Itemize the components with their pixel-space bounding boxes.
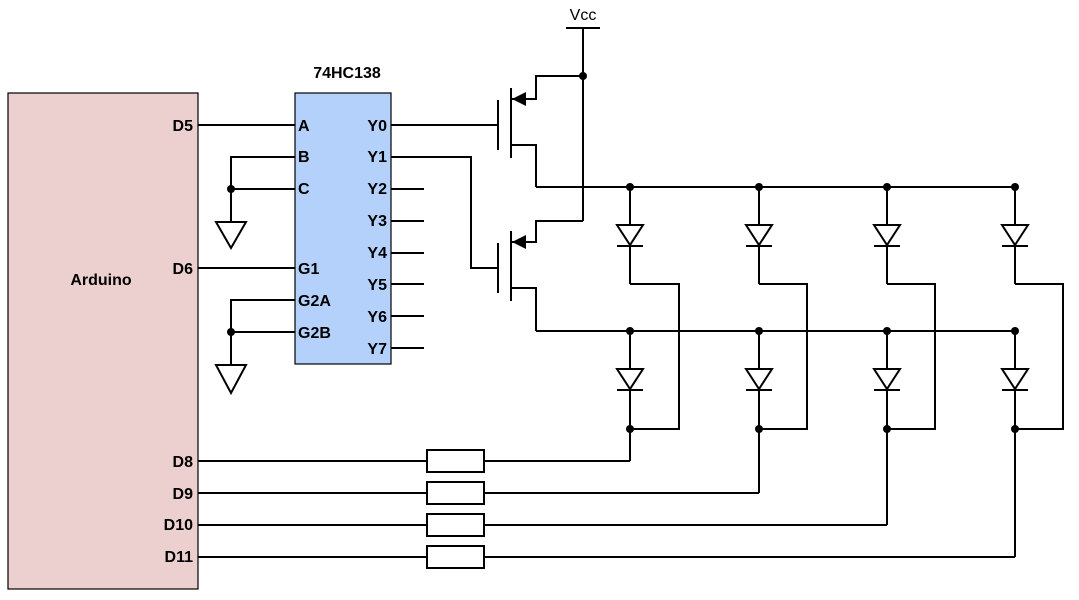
decoder-pin-y3: Y3	[367, 213, 387, 230]
diode-icon	[1000, 224, 1030, 247]
arduino-pin-d10: D10	[164, 517, 193, 534]
wire-b-to-ground	[230, 156, 295, 222]
diode-icon	[744, 368, 774, 391]
resistor-icon	[426, 513, 485, 537]
ground-icon	[214, 364, 248, 396]
decoder-input-wiring	[198, 124, 295, 396]
decoder-pin-y6: Y6	[367, 309, 387, 326]
pmos-transistor-q1	[391, 75, 583, 187]
led	[1000, 327, 1030, 429]
junction-dot	[227, 185, 235, 193]
ground-icon	[214, 221, 248, 251]
wire-y1-to-gate	[391, 156, 498, 269]
decoder-pin-g2b: G2B	[298, 325, 331, 342]
led	[615, 327, 645, 429]
arrow-icon	[512, 235, 526, 249]
diode-icon	[615, 224, 645, 247]
column-return-wire	[887, 283, 936, 430]
decoder-pin-g1: G1	[298, 261, 319, 278]
decoder-pin-y4: Y4	[367, 245, 387, 262]
led	[744, 183, 774, 284]
column-return-wire	[630, 283, 680, 430]
column-wiring	[198, 283, 1064, 569]
diode-icon	[872, 224, 902, 247]
column-return-wire	[759, 283, 808, 430]
arduino-label: Arduino	[70, 272, 132, 289]
arduino-body	[7, 92, 199, 590]
pmos-transistor-q2	[391, 156, 583, 331]
decoder-pin-a: A	[298, 118, 310, 135]
decoder-title: 74HC138	[313, 65, 381, 82]
decoder-output-stubs	[391, 188, 424, 349]
arduino-pin-d11: D11	[165, 549, 194, 566]
decoder-pin-y7: Y7	[367, 341, 387, 358]
column-return-wire	[1015, 283, 1064, 430]
led	[872, 327, 902, 429]
led	[615, 183, 645, 284]
diode-icon	[615, 368, 645, 391]
led	[872, 183, 902, 284]
vcc-rail	[566, 27, 600, 221]
decoder-pin-b: B	[298, 149, 310, 166]
diode-icon	[744, 224, 774, 247]
arduino-pin-d8: D8	[173, 454, 194, 471]
decoder-pin-c: C	[298, 181, 310, 198]
resistor-icon	[426, 481, 485, 505]
mosfet-drain-lead	[511, 144, 537, 187]
diode-icon	[1000, 368, 1030, 391]
resistor-icon	[426, 545, 485, 569]
decoder-block: 74HC138 A B C G1 G2A G2B Y0 Y1 Y2 Y3 Y4 …	[294, 65, 392, 365]
vcc-label: Vcc	[570, 7, 597, 24]
arduino-pin-d5: D5	[173, 118, 194, 135]
arduino-pin-d9: D9	[173, 486, 194, 503]
resistor-icon	[426, 449, 485, 473]
decoder-pin-y0: Y0	[367, 118, 387, 135]
led-row-buses	[536, 186, 1015, 332]
mosfet-drain-lead	[511, 287, 537, 331]
decoder-pin-y1: Y1	[367, 149, 387, 166]
diode-icon	[872, 368, 902, 391]
arduino-block: Arduino D5 D6 D8 D9 D10 D11	[7, 92, 199, 590]
led-matrix	[615, 183, 1030, 429]
decoder-pin-g2a: G2A	[298, 293, 331, 310]
decoder-pin-y5: Y5	[367, 277, 387, 294]
led	[744, 327, 774, 429]
decoder-pin-y2: Y2	[367, 181, 387, 198]
wire-g2a-to-ground	[230, 299, 295, 365]
arrow-icon	[512, 92, 526, 106]
led	[1000, 183, 1030, 284]
decoder-body	[294, 92, 392, 365]
junction-dot	[227, 328, 235, 336]
arduino-pin-d6: D6	[173, 261, 194, 278]
